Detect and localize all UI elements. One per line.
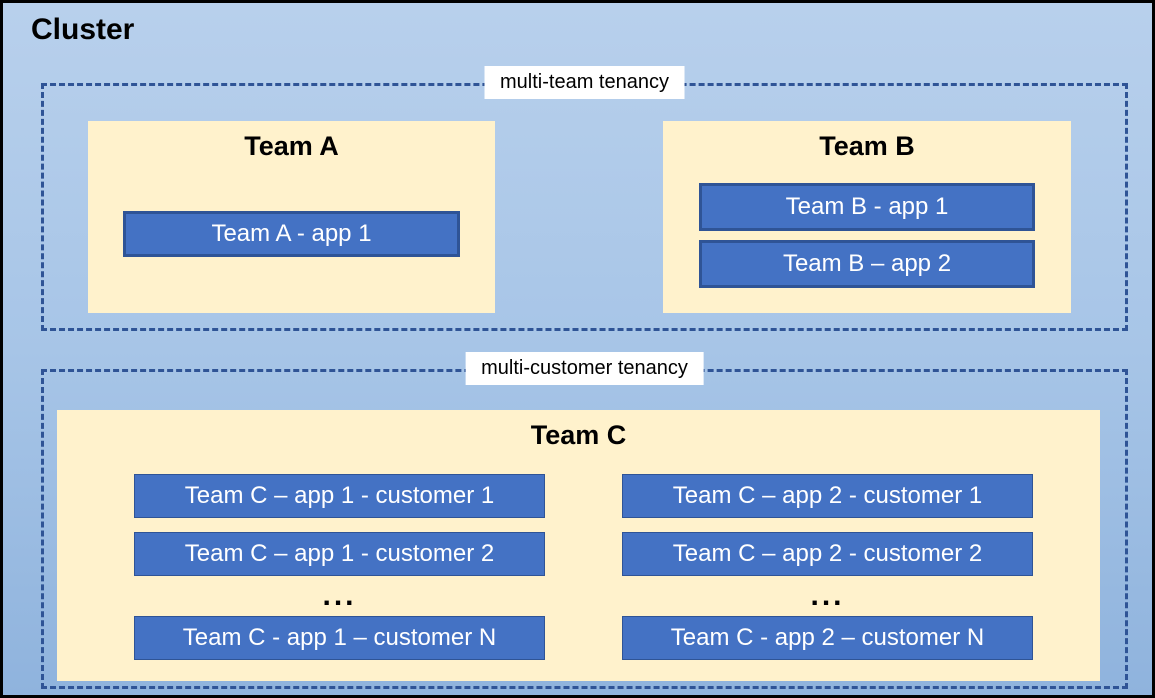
team-c-app-1-customer-2-box: Team C – app 1 - customer 2 xyxy=(134,532,545,576)
team-c-app-1-customer-1-box: Team C – app 1 - customer 1 xyxy=(134,474,545,518)
team-c-app-2-column: Team C – app 2 - customer 1 Team C – app… xyxy=(622,474,1033,660)
team-c-app-1-customer-n-box: Team C - app 1 – customer N xyxy=(134,616,545,660)
team-c-app-2-ellipsis: ... xyxy=(810,578,845,612)
team-b-panel: Team B Team B - app 1 Team B – app 2 xyxy=(663,121,1071,313)
team-c-panel: Team C Team C – app 1 - customer 1 Team … xyxy=(57,410,1100,681)
team-a-title: Team A xyxy=(244,131,339,161)
team-c-app-2-customer-1-box: Team C – app 2 - customer 1 xyxy=(622,474,1033,518)
team-b-app-2-box: Team B – app 2 xyxy=(699,240,1035,288)
team-a-panel: Team A Team A - app 1 xyxy=(88,121,495,313)
team-c-app-2-customer-n-box: Team C - app 2 – customer N xyxy=(622,616,1033,660)
team-c-app-2-customer-2-box: Team C – app 2 - customer 2 xyxy=(622,532,1033,576)
multi-team-tenancy-zone: multi-team tenancy xyxy=(41,66,1128,331)
multi-customer-tenancy-label: multi-customer tenancy xyxy=(465,352,704,385)
team-c-app-1-ellipsis: ... xyxy=(322,578,357,612)
team-c-app-1-column: Team C – app 1 - customer 1 Team C – app… xyxy=(134,474,545,660)
team-b-app-1-box: Team B - app 1 xyxy=(699,183,1035,231)
cluster-title: Cluster xyxy=(31,13,135,46)
team-a-app-1-box: Team A - app 1 xyxy=(123,211,460,257)
team-c-title: Team C xyxy=(530,420,627,450)
team-b-title: Team B xyxy=(819,131,915,161)
multi-customer-tenancy-zone: multi-customer tenancy xyxy=(41,352,1128,689)
multi-team-tenancy-label: multi-team tenancy xyxy=(484,66,685,99)
